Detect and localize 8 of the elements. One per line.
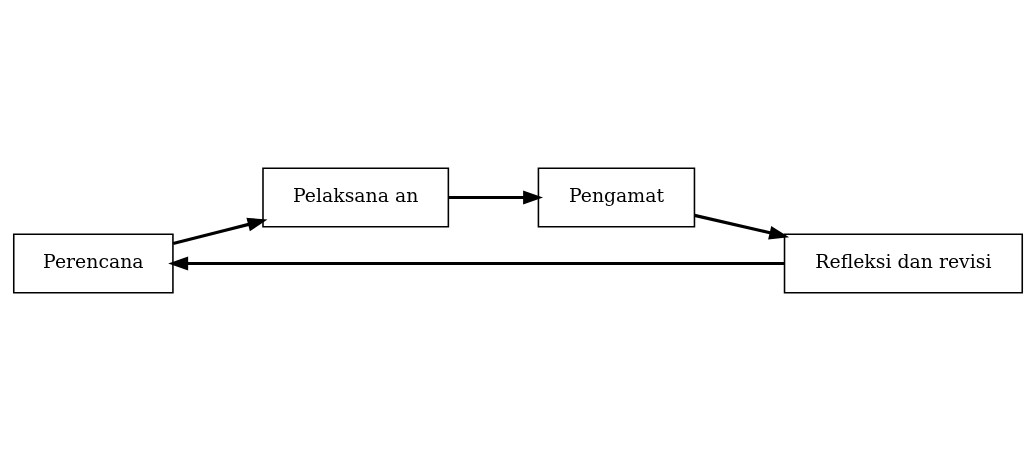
node-box: Pelaksana an: [262, 166, 450, 228]
arrow: [168, 256, 785, 270]
node-box: Pengamat: [537, 166, 696, 228]
node-box: Refleksi dan revisi: [783, 232, 1024, 294]
arrow: [172, 217, 268, 245]
node-box: Perencana: [12, 232, 174, 294]
arrow: [694, 213, 790, 240]
arrow: [448, 190, 544, 204]
